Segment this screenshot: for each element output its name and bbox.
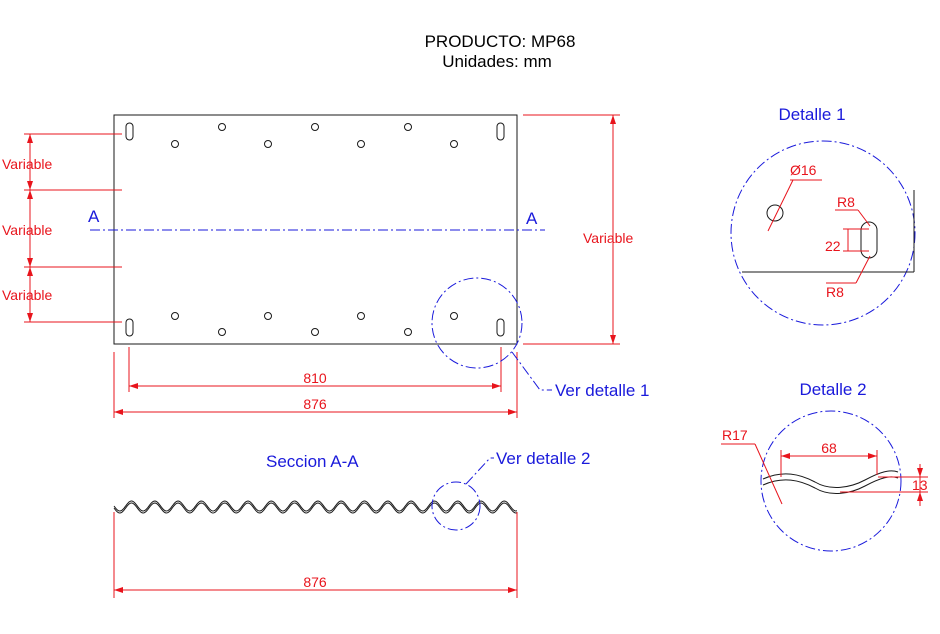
hole — [311, 123, 319, 131]
ver-detalle-2: Ver detalle 2 — [496, 449, 591, 468]
detail1-title: Detalle 1 — [778, 105, 845, 124]
hole-diameter-label: Ø16 — [790, 162, 817, 178]
hole — [357, 140, 365, 148]
detail2-view: Detalle 2 R17 68 13 — [721, 380, 928, 552]
corrugated-profile-inner — [113, 502, 518, 514]
variable-label-middle: Variable — [2, 222, 53, 238]
hole — [404, 123, 412, 131]
detail2-leader — [465, 457, 494, 485]
height-variable-label: Variable — [583, 230, 634, 246]
variable-label-top: Variable — [2, 156, 53, 172]
left-dimensions: Variable Variable Variable — [2, 133, 122, 323]
detail1-circle — [730, 140, 916, 326]
slot-bottom-right — [496, 318, 505, 337]
radius-bottom-label: R8 — [826, 284, 844, 300]
holes-top — [171, 123, 458, 148]
dim-876-top: 876 — [303, 396, 327, 412]
depth-13-label: 13 — [912, 477, 928, 493]
dim-810: 810 — [303, 370, 327, 386]
slot-bottom-left — [125, 318, 134, 337]
hole — [218, 328, 226, 336]
variable-label-bottom: Variable — [2, 287, 53, 303]
section-title: Seccion A-A — [266, 452, 359, 471]
plan-view: A A Variable Variable Variable Variable — [2, 114, 650, 418]
hole — [264, 140, 272, 148]
detail1-view: Detalle 1 Ø16 R8 22 R8 — [730, 105, 916, 326]
detail2-callout-circle — [431, 481, 481, 531]
section-mark-left: A — [88, 207, 100, 226]
radius-r17-label: R17 — [722, 427, 748, 443]
units-label: Unidades: mm — [442, 52, 552, 71]
detail1-leader — [511, 351, 552, 391]
detail2-title: Detalle 2 — [799, 380, 866, 399]
section-mark-right: A — [526, 209, 538, 228]
detail1-slot — [860, 221, 878, 259]
slot-length-label: 22 — [825, 238, 841, 254]
detail1-hole — [766, 204, 784, 222]
hole — [218, 123, 226, 131]
width-dimensions: 810 876 — [113, 347, 518, 418]
detail2-circle — [760, 410, 902, 552]
dim-876-section: 876 — [303, 574, 327, 590]
pitch-68-label: 68 — [821, 440, 837, 456]
detail2-profile — [762, 476, 899, 494]
section-view: Seccion A-A Ver detalle 2 876 — [113, 449, 591, 598]
ver-detalle-1: Ver detalle 1 — [555, 381, 650, 400]
hole — [171, 140, 179, 148]
hole — [357, 312, 365, 320]
hole — [171, 312, 179, 320]
hole — [450, 312, 458, 320]
right-height-dimension: Variable — [523, 114, 634, 345]
corrugated-profile — [113, 500, 518, 512]
holes-bottom — [171, 312, 458, 336]
slot-top-right — [496, 122, 505, 141]
detail1-callout-circle — [431, 277, 523, 369]
hole — [311, 328, 319, 336]
hole — [450, 140, 458, 148]
slot-top-left — [125, 122, 134, 141]
hole — [264, 312, 272, 320]
radius-top-label: R8 — [837, 194, 855, 210]
product-title: PRODUCTO: MP68 — [425, 32, 576, 51]
detail2-profile-inner — [762, 470, 899, 488]
hole — [404, 328, 412, 336]
